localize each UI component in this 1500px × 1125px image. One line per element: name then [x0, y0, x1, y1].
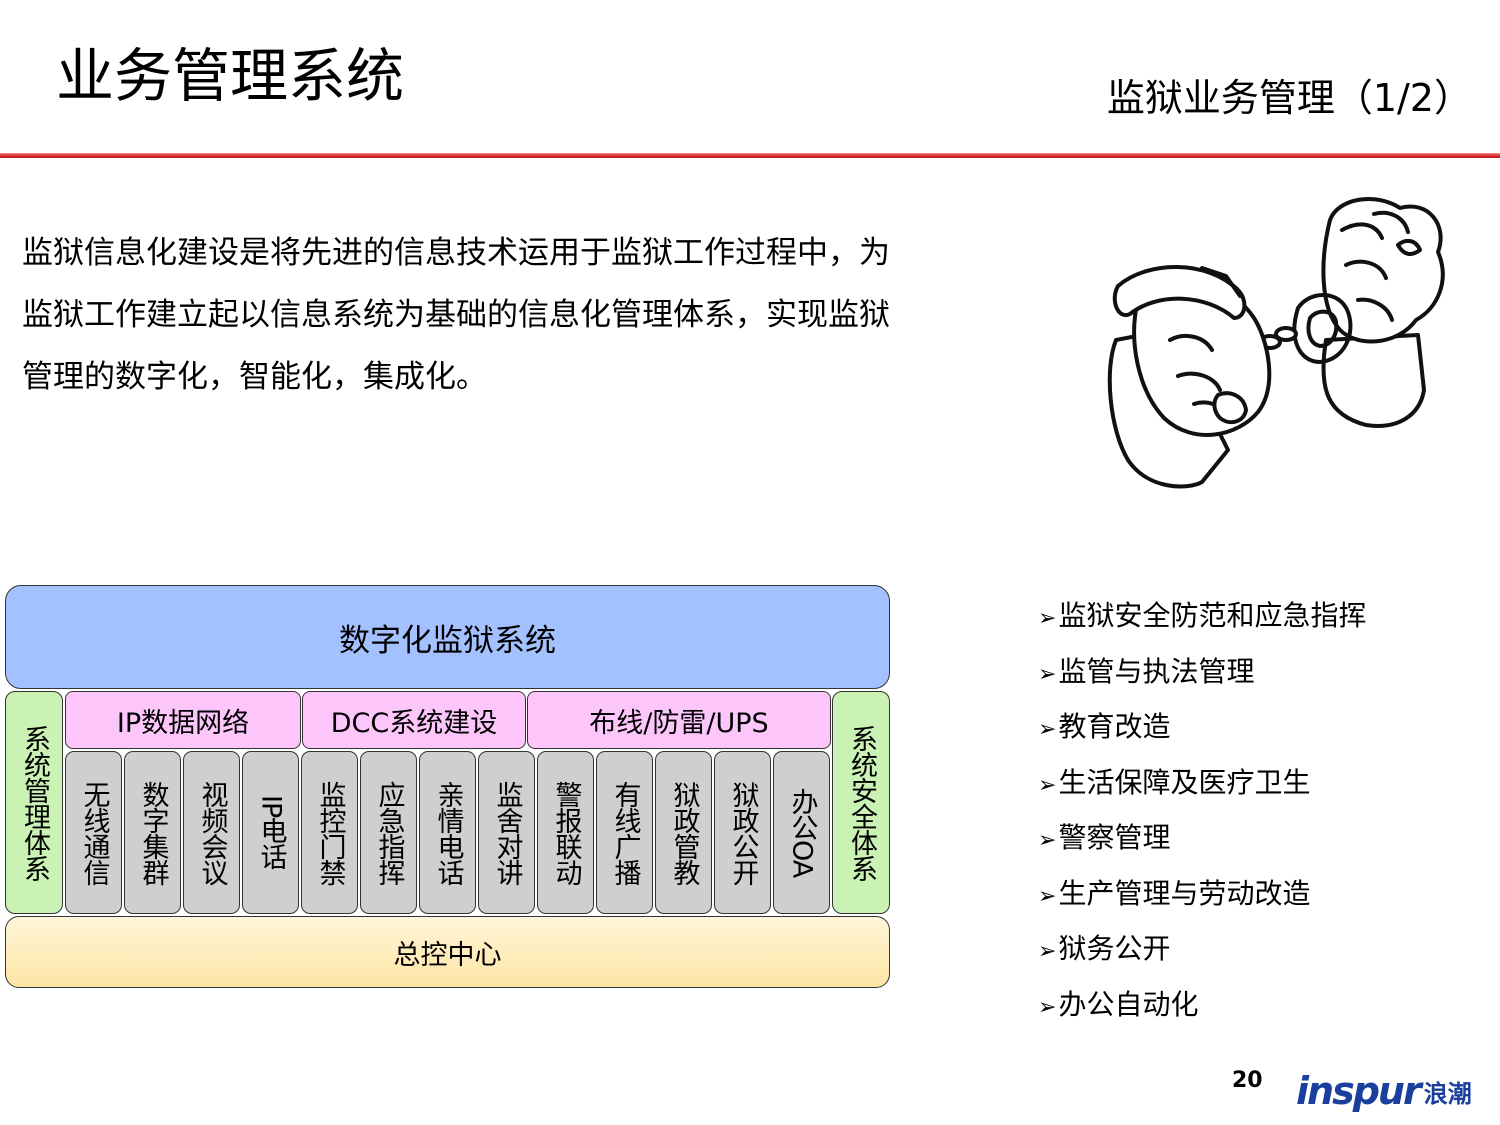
list-item-text: 监管与执法管理 — [1058, 654, 1255, 688]
module-block: 狱政公开 — [714, 751, 771, 914]
module-label: IP电话 — [255, 795, 287, 870]
list-item-text: 生产管理与劳动改造 — [1058, 876, 1311, 910]
system-management-block: 系统管理体系 — [5, 691, 63, 914]
module-block: 无线通信 — [65, 751, 122, 914]
system-security-label: 系统安全体系 — [846, 724, 877, 881]
list-item-text: 教育改造 — [1058, 710, 1171, 743]
prison-system-architecture-diagram: 数字化监狱系统 系统管理体系 系统安全体系 IP数据网络 DCC系统建设 布线/… — [5, 585, 892, 989]
handcuffed-hands-illustration — [1107, 196, 1445, 489]
system-security-block: 系统安全体系 — [832, 691, 890, 914]
list-item: ➢警察管理 — [1038, 812, 1366, 868]
module-label: 有线广播 — [609, 780, 641, 885]
arrow-bullet-icon: ➢ — [1038, 772, 1057, 798]
module-label: 办公OA — [786, 787, 818, 878]
intro-line: 监狱信息化建设是将先进的信息技术运用于监狱工作过程中，为 — [22, 235, 890, 271]
module-block: 监控门禁 — [301, 751, 358, 914]
module-block: IP电话 — [242, 751, 299, 914]
list-item: ➢生产管理与劳动改造 — [1038, 868, 1366, 924]
dcc-system-block: DCC系统建设 — [302, 691, 526, 749]
module-block: 监舍对讲 — [478, 751, 535, 914]
list-item-text: 监狱安全防范和应急指挥 — [1058, 599, 1367, 632]
list-item: ➢生活保障及医疗卫生 — [1038, 757, 1366, 813]
module-label: 监舍对讲 — [491, 780, 523, 885]
list-item-text: 办公自动化 — [1058, 987, 1199, 1021]
module-label: 监控门禁 — [314, 780, 346, 885]
list-item-text: 警察管理 — [1058, 821, 1171, 854]
module-block: 办公OA — [773, 751, 830, 914]
intro-line: 管理的数字化，智能化，集成化。 — [22, 359, 487, 395]
module-block: 警报联动 — [537, 751, 594, 914]
digital-prison-system-block: 数字化监狱系统 — [5, 585, 890, 689]
logo-chinese: 浪潮 — [1423, 1079, 1472, 1108]
page-number: 20 — [1232, 1068, 1263, 1093]
arrow-bullet-icon: ➢ — [1038, 994, 1057, 1020]
intro-line: 监狱工作建立起以信息系统为基础的信息化管理体系，实现监狱 — [22, 297, 890, 333]
logo-wordmark: inspur — [1296, 1069, 1422, 1113]
business-bullet-list: ➢监狱安全防范和应急指挥 ➢监管与执法管理 ➢教育改造 ➢生活保障及医疗卫生 ➢… — [1038, 590, 1366, 1034]
arrow-bullet-icon: ➢ — [1038, 883, 1057, 909]
section-subtitle: 监狱业务管理（1/2） — [1106, 76, 1472, 120]
module-label: 狱政公开 — [727, 780, 759, 885]
module-label: 警报联动 — [550, 780, 582, 885]
module-block: 视频会议 — [183, 751, 240, 914]
module-block: 应急指挥 — [360, 751, 417, 914]
list-item-text: 狱务公开 — [1058, 932, 1171, 965]
cabling-lightning-ups-block: 布线/防雷/UPS — [527, 691, 831, 749]
list-item: ➢监管与执法管理 — [1038, 646, 1366, 702]
arrow-bullet-icon: ➢ — [1038, 606, 1057, 631]
module-block: 亲情电话 — [419, 751, 476, 914]
module-label: 应急指挥 — [373, 780, 405, 885]
header-divider — [0, 153, 1500, 158]
system-management-label: 系统管理体系 — [19, 724, 50, 881]
list-item: ➢教育改造 — [1038, 701, 1366, 757]
module-block: 数字集群 — [124, 751, 181, 914]
module-label: 视频会议 — [196, 780, 228, 885]
inspur-logo: inspur 浪潮 — [1296, 1068, 1472, 1114]
master-control-center-block: 总控中心 — [5, 916, 890, 988]
module-block: 有线广播 — [596, 751, 653, 914]
arrow-bullet-icon: ➢ — [1038, 828, 1057, 853]
arrow-bullet-icon: ➢ — [1038, 717, 1057, 742]
module-label: 无线通信 — [78, 780, 110, 885]
module-block: 狱政管教 — [655, 751, 712, 914]
arrow-bullet-icon: ➢ — [1038, 939, 1057, 964]
module-label: 狱政管教 — [668, 780, 700, 885]
page-title: 业务管理系统 — [56, 42, 405, 110]
module-label: 亲情电话 — [432, 780, 464, 885]
arrow-bullet-icon: ➢ — [1038, 661, 1057, 687]
module-label: 数字集群 — [137, 780, 169, 885]
intro-paragraph: 监狱信息化建设是将先进的信息技术运用于监狱工作过程中，为 监狱工作建立起以信息系… — [22, 222, 962, 408]
list-item: ➢监狱安全防范和应急指挥 — [1038, 590, 1366, 646]
ip-data-network-block: IP数据网络 — [65, 691, 301, 749]
list-item-text: 生活保障及医疗卫生 — [1058, 765, 1311, 799]
list-item: ➢办公自动化 — [1038, 979, 1366, 1035]
list-item: ➢狱务公开 — [1038, 923, 1366, 979]
